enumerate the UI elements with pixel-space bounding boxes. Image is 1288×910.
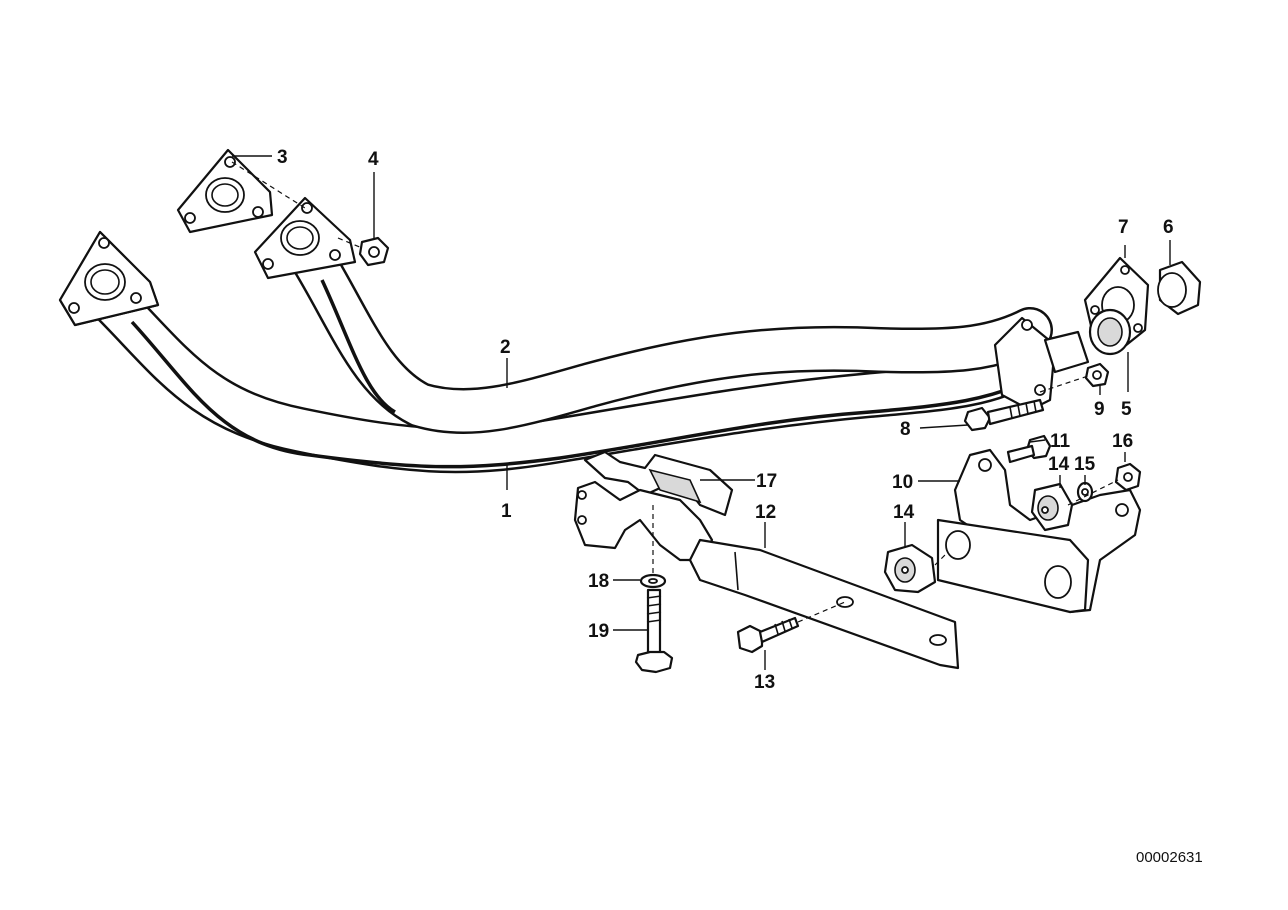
bolt-part-8 xyxy=(963,398,1045,432)
callout-3: 3 xyxy=(277,147,288,168)
callout-1: 1 xyxy=(501,501,512,522)
leader-lines xyxy=(232,155,1171,670)
callout-10: 10 xyxy=(892,472,913,493)
outlet-flange xyxy=(993,316,1090,412)
nut-part-16 xyxy=(1114,462,1142,492)
nut-alignment-dashline xyxy=(337,237,363,249)
front-pipe-part-1 xyxy=(87,277,1053,474)
lower-mount-dashline xyxy=(934,554,946,566)
manifold-flange-2 xyxy=(253,196,357,280)
sleeve-part-6 xyxy=(1157,260,1202,316)
callout-5: 5 xyxy=(1121,399,1132,420)
callout-18: 18 xyxy=(588,571,609,592)
callout-15: 15 xyxy=(1074,454,1096,475)
sealing-ring-part-5 xyxy=(1088,308,1132,356)
rubber-mount-part-14-lower xyxy=(883,543,937,594)
callout-13: 13 xyxy=(754,672,775,693)
bracket-strap-part-12 xyxy=(688,538,960,670)
callout-14-lower: 14 xyxy=(893,502,915,523)
manifold-flange-1 xyxy=(58,230,160,327)
callout-6: 6 xyxy=(1163,217,1174,238)
callout-19: 19 xyxy=(588,621,609,642)
callout-labels: 1 2 3 4 5 6 7 8 9 10 11 12 13 14 14 15 1… xyxy=(277,147,1174,693)
callout-8: 8 xyxy=(900,419,911,440)
bolt-part-19 xyxy=(634,588,674,674)
callout-2: 2 xyxy=(500,337,511,358)
callout-7: 7 xyxy=(1118,217,1129,238)
callout-16: 16 xyxy=(1112,431,1133,452)
rubber-mount-part-14-upper xyxy=(1030,482,1074,532)
front-pipe-part-2 xyxy=(287,232,1053,435)
callout-11: 11 xyxy=(1050,431,1071,452)
nut-part-9 xyxy=(1084,362,1110,388)
washer-part-18 xyxy=(639,573,667,589)
document-number: 00002631 xyxy=(1136,849,1203,866)
nut-part-4 xyxy=(358,236,390,267)
callout-12: 12 xyxy=(755,502,776,523)
callout-4: 4 xyxy=(368,149,379,170)
mount-alignment-dashline xyxy=(1067,479,1119,506)
gasket-part-3 xyxy=(176,148,274,234)
clamp-half-part-17 xyxy=(583,450,734,517)
bolt-part-13 xyxy=(736,616,800,654)
callout-14-upper: 14 xyxy=(1048,454,1070,475)
callout-17: 17 xyxy=(756,471,777,492)
bracket-part-10 xyxy=(936,448,1142,614)
callout-9: 9 xyxy=(1094,399,1105,420)
